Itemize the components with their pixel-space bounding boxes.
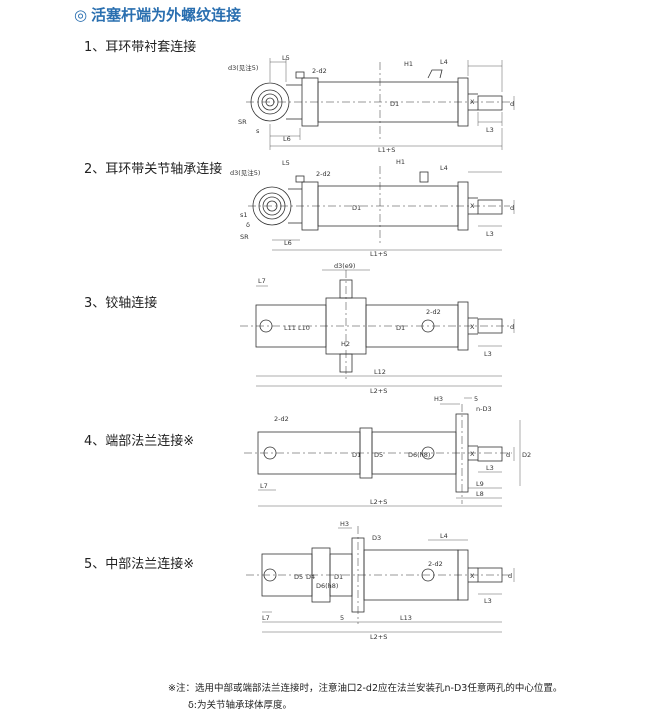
d1-label-d3: d3(见注5) [228, 63, 258, 72]
d3-label-X: X [470, 323, 475, 331]
d3-label-L2S: L2+S [370, 387, 387, 395]
drawing-4-end-flange: 2-d2 H3 5 n-D3 D1 D5 D6(h8) X d D2 L3 L9… [244, 395, 531, 507]
d2-label-d3: d3(见注5) [230, 168, 260, 177]
d1-label-X: X [470, 98, 475, 106]
drawing-5-middle-flange: H3 D3 L4 2-d2 D5 D4 D6(h8) D1 X d L3 L7 … [246, 520, 515, 641]
d4-label-L3: L3 [486, 464, 494, 472]
d3-label-L7: L7 [258, 277, 266, 285]
d5-label-H3: H3 [340, 520, 349, 528]
d1-label-L6: L6 [283, 135, 291, 143]
d2-label-L1S: L1+S [370, 250, 387, 258]
footnote-1: ※注：选用中部或端部法兰连接时，注意油口2-d2应在法兰安装孔n-D3任意两孔的… [168, 683, 563, 694]
section-3-title: 3、铰轴连接 [84, 296, 158, 311]
drawing-1-earring-bushing: d3(见注5) L5 2-d2 H1 L4 SR s L6 D1 X d L3 … [228, 54, 515, 154]
d2-label-SR: SR [240, 233, 249, 241]
d2-label-d2: 2-d2 [316, 170, 331, 178]
d2-label-H1: H1 [396, 158, 405, 166]
d3-label-D1: D1 [396, 324, 405, 332]
d1-label-L1S: L1+S [378, 146, 395, 154]
d4-label-d2: 2-d2 [274, 415, 289, 423]
d4-label-D6h8: D6(h8) [408, 451, 430, 459]
d3-label-H2: H2 [341, 340, 350, 348]
d5-label-five: 5 [340, 614, 344, 622]
d1-label-H1: H1 [404, 60, 413, 68]
d2-label-delta: δ [246, 221, 250, 229]
d3-label-d3e9: d3(e9) [334, 262, 355, 270]
d1-label-L5: L5 [282, 54, 290, 62]
d1-label-L4: L4 [440, 58, 448, 66]
d3-label-L3: L3 [484, 350, 492, 358]
d3-label-L12: L12 [374, 368, 386, 376]
d5-label-D1: D1 [334, 573, 343, 581]
d5-label-L4: L4 [440, 532, 448, 540]
d4-label-L8: L8 [476, 490, 484, 498]
d2-label-L4: L4 [440, 164, 448, 172]
d1-label-d: d [510, 100, 514, 108]
d4-label-X: X [470, 450, 475, 458]
d3-label-L11: L11 [284, 324, 296, 332]
d2-label-X: X [470, 202, 475, 210]
d2-label-d: d [510, 204, 514, 212]
d5-label-L13: L13 [400, 614, 412, 622]
d4-label-L9: L9 [476, 480, 484, 488]
d5-label-L3: L3 [484, 597, 492, 605]
section-2-title: 2、耳环带关节轴承连接 [84, 162, 223, 177]
d1-label-s: s [256, 127, 260, 135]
d4-label-L7: L7 [260, 482, 268, 490]
section-5-title: 5、中部法兰连接※ [84, 557, 195, 572]
d3-label-L10: L10 [298, 324, 310, 332]
d4-label-H3: H3 [434, 395, 443, 403]
d5-label-D4: D4 [306, 573, 315, 581]
d5-label-D5: D5 [294, 573, 303, 581]
drawing-2-earring-spherical-bearing: d3(见注5) L5 2-d2 H1 L4 s1 δ SR L6 D1 X d … [230, 158, 515, 258]
d4-label-five: 5 [474, 395, 478, 403]
d1-label-D1: D1 [390, 100, 399, 108]
section-4-title: 4、端部法兰连接※ [84, 434, 195, 449]
d5-label-X: X [470, 572, 475, 580]
d2-label-L3: L3 [486, 230, 494, 238]
d3-label-d2: 2-d2 [426, 308, 441, 316]
d4-label-d: d [506, 451, 510, 459]
d4-label-D5: D5 [374, 451, 383, 459]
d2-label-L6: L6 [284, 239, 292, 247]
d5-label-D6h8: D6(h8) [316, 582, 338, 590]
d1-label-L3: L3 [486, 126, 494, 134]
d1-label-d2: 2-d2 [312, 67, 327, 75]
d2-label-L5: L5 [282, 159, 290, 167]
d4-label-D2: D2 [522, 451, 531, 459]
d1-label-SR: SR [238, 118, 247, 126]
drawing-3-trunnion: L7 d3(e9) 2-d2 L11 L10 H2 D1 X d L3 L12 … [240, 262, 515, 395]
d5-label-D3: D3 [372, 534, 381, 542]
page-title-text: 活塞杆端为外螺纹连接 [91, 6, 242, 24]
d4-label-L2S: L2+S [370, 498, 387, 506]
d4-label-nD3: n-D3 [476, 405, 492, 413]
section-1-title: 1、耳环带衬套连接 [84, 40, 197, 55]
d2-label-s1: s1 [240, 211, 248, 219]
d5-label-L2S: L2+S [370, 633, 387, 641]
double-circle-icon: ◎ [74, 6, 88, 24]
d5-label-d: d [508, 572, 512, 580]
d2-label-D1: D1 [352, 204, 361, 212]
footnote-2: δ:为关节轴承球体厚度。 [188, 700, 293, 711]
page-title: ◎活塞杆端为外螺纹连接 [74, 4, 241, 25]
d5-label-d2: 2-d2 [428, 560, 443, 568]
d3-label-d: d [510, 323, 514, 331]
d5-label-L7: L7 [262, 614, 270, 622]
d4-label-D1: D1 [352, 451, 361, 459]
